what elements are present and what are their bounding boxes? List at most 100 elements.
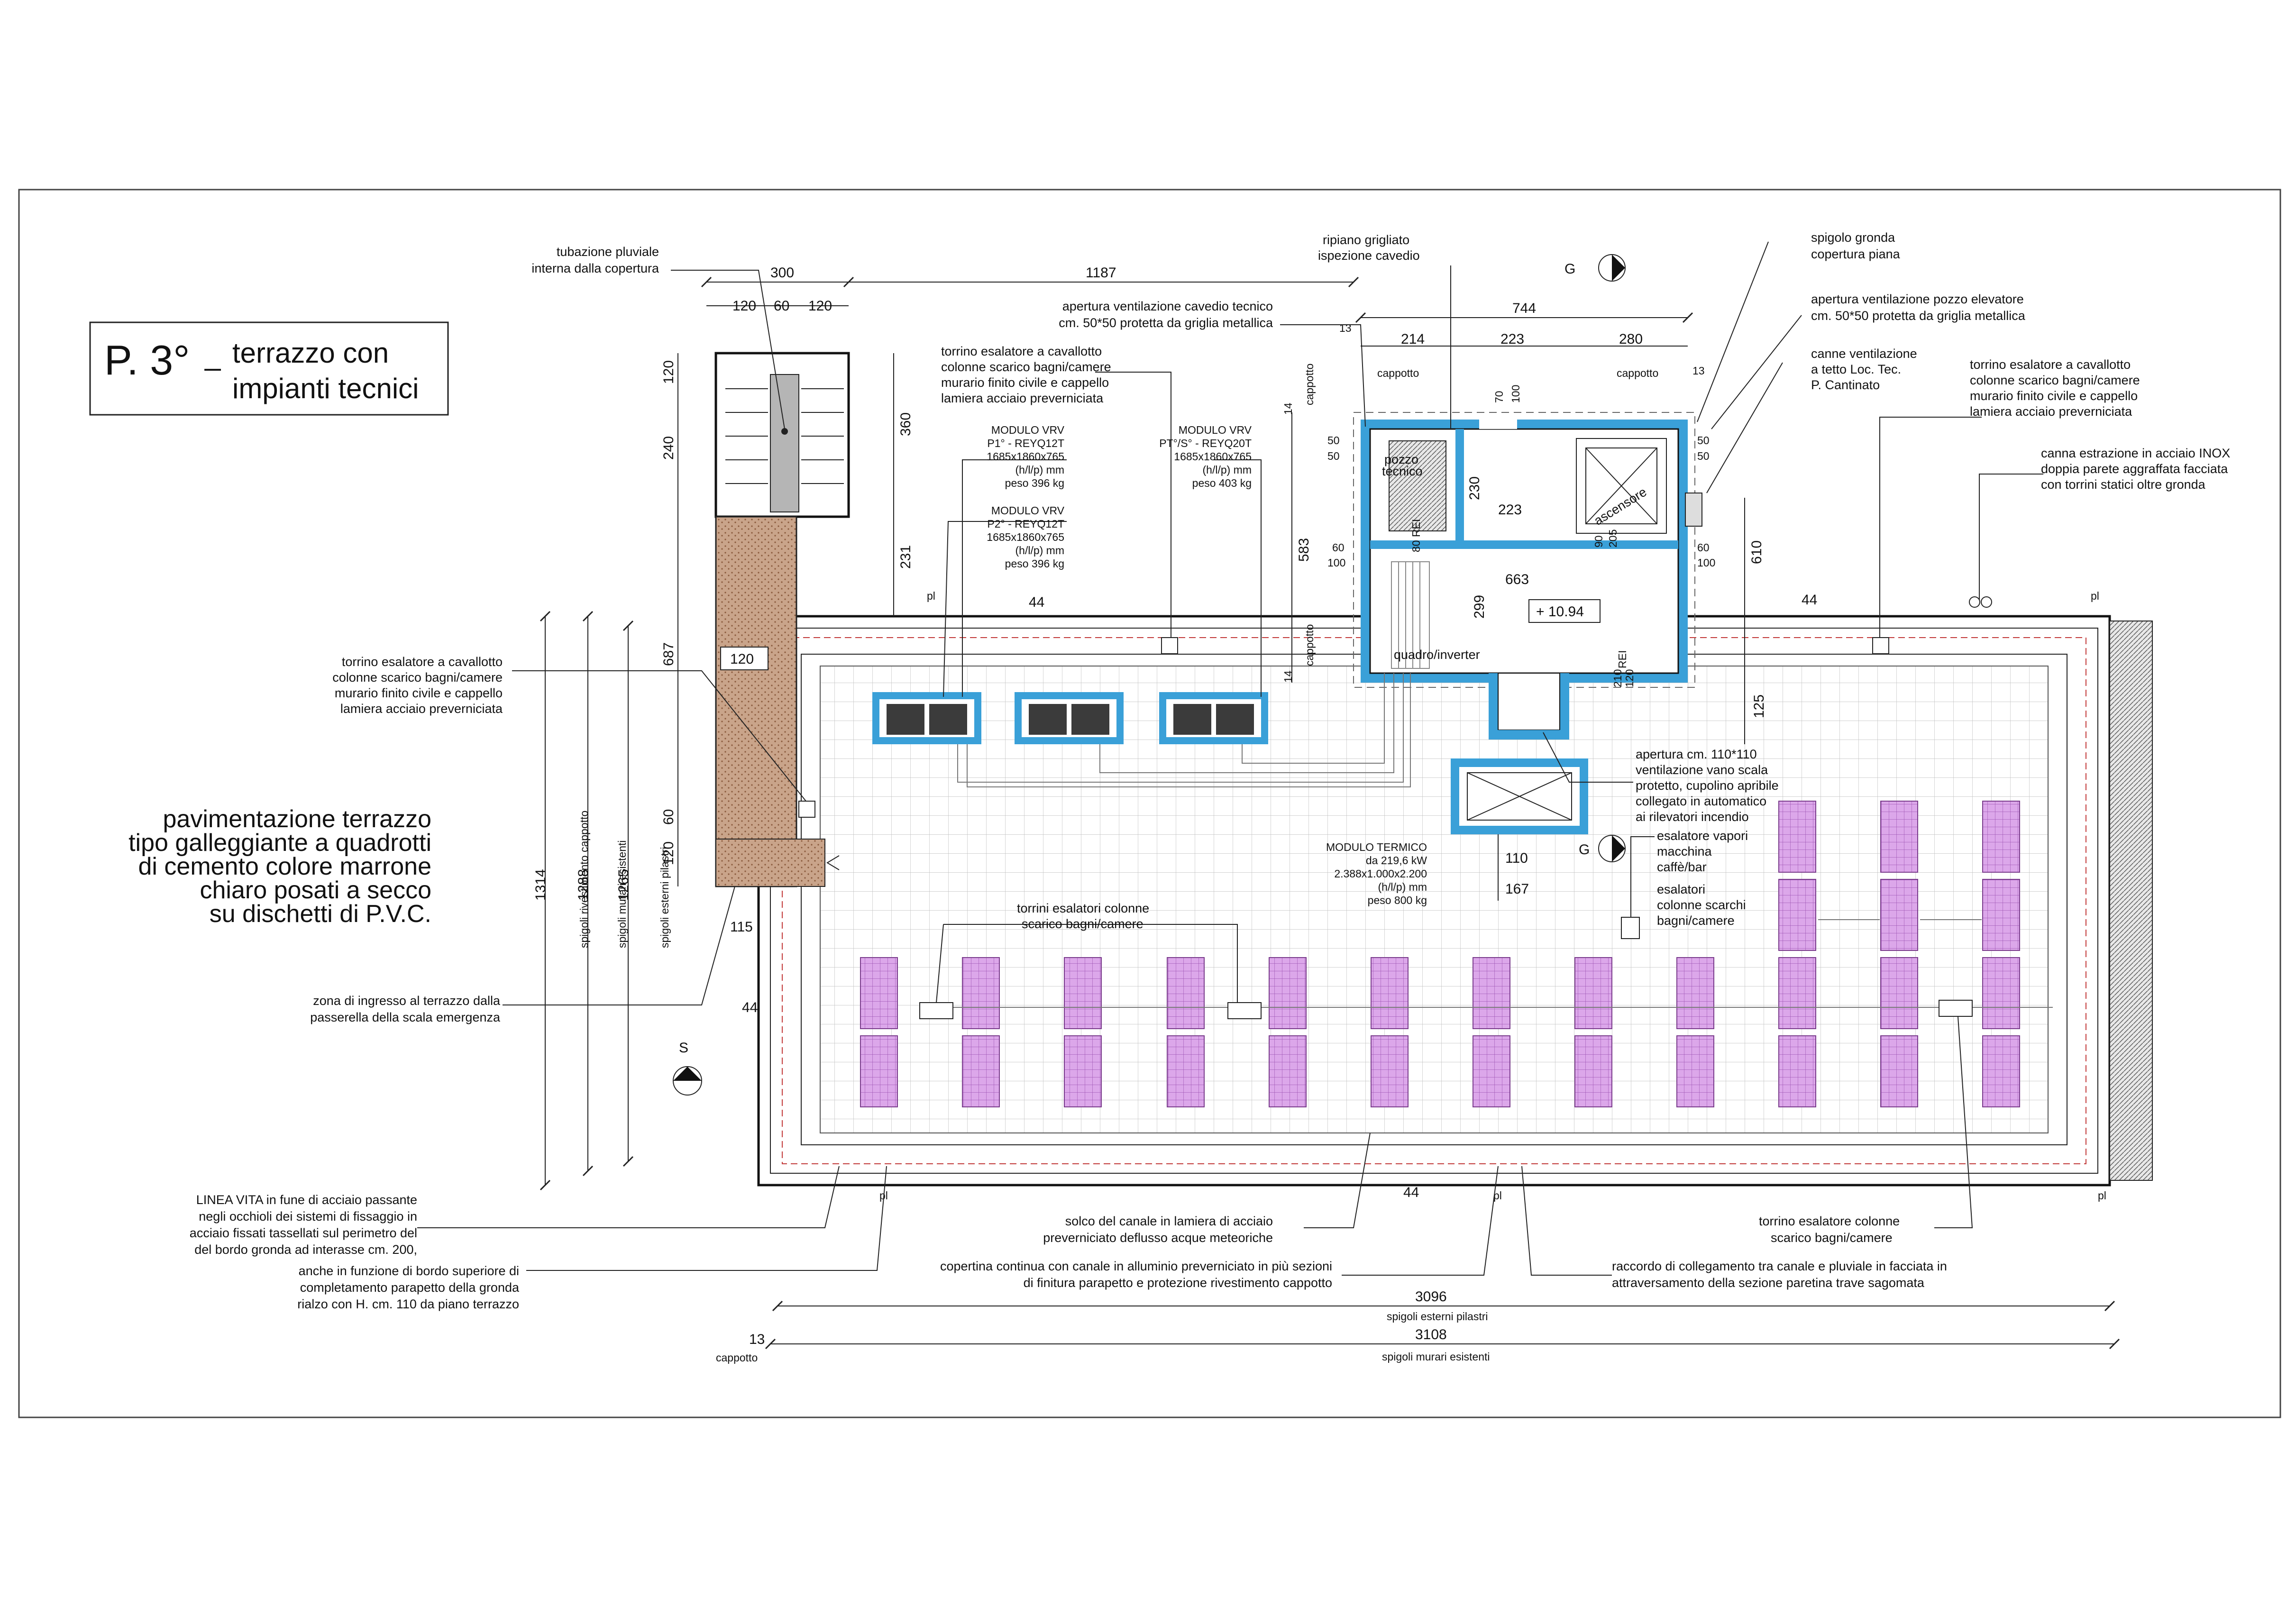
pv-panel: [1982, 957, 2020, 1029]
pl-label: pl: [927, 590, 935, 602]
door-dim: 205: [1607, 530, 1619, 548]
pv-panel: [962, 1035, 1000, 1107]
cappotto-label: cappotto: [1303, 364, 1316, 405]
annot-vrv1: peso 396 kg: [1005, 477, 1064, 489]
annot-colonne: colonne scarchi: [1657, 898, 1746, 912]
dim-text: 280: [1619, 331, 1643, 347]
north-letter: S: [679, 1040, 688, 1056]
vent-tower-icon: [798, 801, 815, 818]
walkway-label-box: [720, 647, 768, 670]
vrv-unit-pt: [1159, 692, 1268, 744]
annot-colonne: esalatori: [1657, 882, 1705, 896]
quadro-label: quadro/inverter: [1394, 648, 1480, 662]
annot-inox: doppia parete aggraffata facciata: [2041, 462, 2228, 476]
dim-text: 60: [1332, 541, 1345, 554]
dim-caption: spigoli esterni pilastri: [659, 847, 671, 948]
floor-note-line: tipo galleggiante a quadrotti: [128, 829, 431, 857]
annot-raccordo: raccordo di collegamento tra canale e pl…: [1612, 1259, 1947, 1273]
dim-text: 115: [730, 919, 753, 935]
dim-text: 60: [774, 298, 789, 314]
dim-text: 125: [1751, 694, 1767, 718]
pv-panel: [1778, 957, 1816, 1029]
annot-pozzo: apertura ventilazione pozzo elevatore: [1811, 292, 2024, 306]
annot-torrino-tl: torrino esalatore a cavallotto: [941, 344, 1102, 358]
riser-bundle: [1391, 561, 1430, 669]
dim-caption: spigoli murari esistenti: [1382, 1351, 1490, 1363]
facade-wall: [2109, 621, 2153, 1181]
dim-text: 167: [1505, 881, 1529, 897]
dim-caption: spigoli rivestimento cappotto: [578, 811, 590, 948]
cappotto-label: cappotto: [1303, 624, 1316, 666]
annot-vrv1: MODULO VRV: [991, 424, 1065, 436]
pv-panel: [1880, 801, 1918, 873]
dim-text: 1288: [576, 869, 591, 901]
annot-ripiano: ripiano grigliato: [1323, 233, 1409, 247]
vrv-unit-p1: [872, 692, 981, 744]
annot-inox: canna estrazione in acciaio INOX: [2041, 446, 2230, 460]
annot-linea-vita: LINEA VITA in fune di acciaio passante: [196, 1193, 417, 1207]
annot-torrino-left: murario finito civile e cappello: [335, 686, 503, 700]
pv-panel: [1167, 957, 1205, 1029]
walkway-entry: [715, 839, 825, 887]
annot-vrv2: MODULO VRV: [991, 504, 1065, 517]
dim-text: 231: [898, 545, 914, 569]
cavedio-grid: [1389, 440, 1446, 531]
vent-tower-icon: [1939, 1000, 1973, 1017]
dimension-lines: [540, 276, 2120, 1350]
annot-termico: (h/l/p) mm: [1378, 881, 1427, 893]
annot-vrv3: (h/l/p) mm: [1203, 464, 1252, 476]
pv-panel: [1064, 1035, 1102, 1107]
dimension-texts: 300 1187 120 60 120 744 13 214 223 280 1…: [533, 265, 2106, 1364]
dim-text: 583: [1296, 538, 1312, 562]
annot-canne: P. Cantinato: [1811, 378, 1880, 392]
pv-panel: [1473, 957, 1510, 1029]
rei-label-2: REI: [1616, 650, 1628, 668]
inox-flue-icon: [1981, 596, 1992, 608]
walkway-width-dim: 120: [730, 651, 754, 667]
pv-panel: [1982, 1035, 2020, 1107]
wall-stair-left: [1489, 673, 1498, 730]
north-letter: G: [1579, 842, 1590, 858]
entry-arrow-icon: [826, 855, 840, 870]
annot-torrino-tl: colonne scarico bagni/camere: [941, 360, 1111, 374]
annot-vrv3: 1685x1860x765: [1174, 450, 1252, 463]
annot-pozzo: cm. 50*50 protetta da griglia metallica: [1811, 309, 2026, 323]
annot-vano: collegato in automatico: [1636, 794, 1766, 808]
stair-walkway: [715, 516, 797, 887]
annot-vrv2: (h/l/p) mm: [1015, 544, 1065, 557]
annot-linea-vita: del bordo gronda ad interasse cm. 200,: [194, 1242, 417, 1257]
dim-text: 120: [661, 841, 677, 865]
vent-tower-icon: [1872, 637, 1889, 654]
tech-block: pozzo tecnico ascensore + 10.94 quadro/i…: [1353, 412, 1702, 740]
dim-text: 1187: [1086, 265, 1116, 281]
annot-torrino-left: torrino esalatore a cavallotto: [342, 655, 503, 669]
dim-text: 744: [1512, 301, 1536, 316]
floor-note-line: pavimentazione terrazzo: [163, 805, 431, 833]
dim-text: 44: [1403, 1185, 1419, 1200]
dim-text: 120: [732, 298, 756, 314]
pv-panel: [1371, 957, 1409, 1029]
annot-solco: preverniciato deflusso acque meteoriche: [1043, 1231, 1273, 1245]
annot-termico: da 219,6 kW: [1366, 854, 1427, 867]
pv-panel: [860, 957, 898, 1029]
annot-spigolo: copertura piana: [1811, 247, 1901, 261]
pv-panel: [1269, 957, 1307, 1029]
annot-vano: ventilazione vano scala: [1636, 763, 1768, 777]
cappotto-label: cappotto: [716, 1351, 758, 1364]
north-letter: G: [1564, 261, 1575, 277]
dim-text: 50: [1327, 434, 1340, 447]
annot-ripiano: ispezione cavedio: [1318, 248, 1420, 263]
dim-text: 50: [1697, 450, 1710, 462]
wall-cavedio: [1455, 429, 1464, 540]
annot-torrino-tr: lamiera acciaio preverniciata: [1970, 404, 2132, 419]
pl-label: pl: [2091, 590, 2099, 602]
annot-torrino-tl: lamiera acciaio preverniciata: [941, 391, 1104, 405]
annot-ingresso: zona di ingresso al terrazzo dalla: [313, 994, 501, 1008]
downpipe-icon: [781, 428, 788, 435]
annot-termico: MODULO TERMICO: [1326, 841, 1427, 853]
pv-panel: [1064, 957, 1102, 1029]
annot-termico: peso 800 kg: [1368, 894, 1427, 906]
pozzo-label: pozzo: [1384, 452, 1418, 466]
annot-inox: con torrini statici oltre gronda: [2041, 477, 2206, 492]
